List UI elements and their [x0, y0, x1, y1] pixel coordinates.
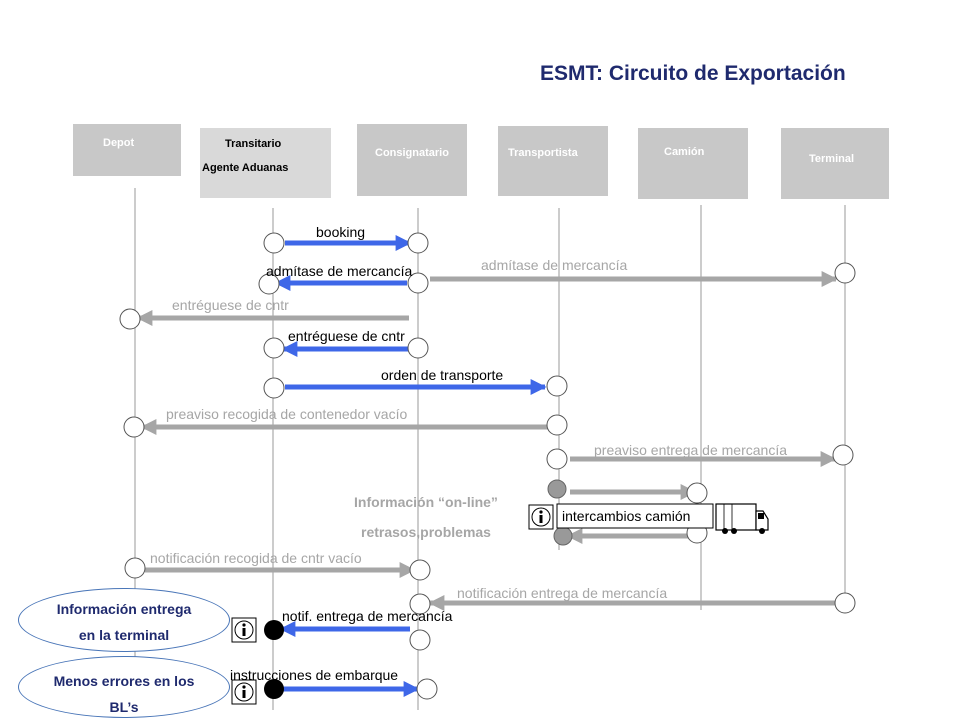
- label-preaviso-recogida: preaviso recogida de contenedor vacío: [166, 406, 407, 422]
- node: [407, 272, 429, 294]
- node-gray: [553, 526, 573, 546]
- actor-transportista-label: Transportista: [508, 147, 578, 159]
- node: [832, 444, 854, 466]
- node: [834, 262, 856, 284]
- callout-menos-errores-line1: Menos errores en los: [53, 673, 195, 689]
- label-entreguese-2: entréguese de cntr: [288, 328, 405, 344]
- intercambios-box: intercambios camión: [556, 503, 714, 529]
- node: [123, 416, 145, 438]
- message-labels: booking admítase de mercancía admítase d…: [150, 224, 787, 683]
- actor-camion-label: Camión: [664, 146, 705, 158]
- label-admitase-2: admítase de mercancía: [481, 257, 628, 273]
- label-instrucciones: instrucciones de embarque: [230, 667, 398, 683]
- actor-transitario-label2: Agente Aduanas: [202, 162, 289, 174]
- info-online-line1: Información “on-line”: [354, 494, 498, 510]
- actor-transitario-label: Transitario: [225, 138, 282, 150]
- callout-menos-errores: Menos errores en los BL’s: [18, 656, 230, 718]
- node: [258, 273, 280, 295]
- node: [407, 337, 429, 359]
- actor-consignatario: Consignatario: [357, 124, 467, 196]
- filled-circles: [264, 479, 573, 699]
- activation-circles: [119, 232, 856, 700]
- actor-terminal-label: Terminal: [809, 153, 855, 165]
- node-black: [264, 679, 284, 699]
- intercambios-box-frame: [556, 503, 714, 529]
- callout-info-entrega: Información entrega en la terminal: [18, 588, 230, 652]
- node-black: [264, 620, 284, 640]
- node: [686, 482, 708, 504]
- info-icon: [528, 504, 554, 530]
- actor-depot-label: Depot: [103, 137, 135, 149]
- label-notif-entrega-1: notificación entrega de mercancía: [457, 585, 667, 601]
- node: [409, 559, 431, 581]
- callout-menos-errores-line2: BL’s: [109, 699, 139, 715]
- node: [119, 308, 141, 330]
- page-title: ESMT: Circuito de Exportación: [540, 62, 846, 85]
- node: [263, 377, 285, 399]
- label-admitase-1: admítase de mercancía: [266, 263, 413, 279]
- node: [124, 557, 146, 579]
- arrows: [136, 234, 838, 698]
- callout-info-entrega-line1: Información entrega: [56, 601, 192, 617]
- label-notif-entrega-2: notif. entrega de mercancía: [282, 608, 453, 624]
- actor-transportista: Transportista: [498, 126, 608, 196]
- info-icon: [231, 617, 257, 643]
- label-notif-recogida: notificación recogida de cntr vacío: [150, 550, 362, 566]
- node: [546, 414, 568, 436]
- actor-transitario: Transitario Agente Aduanas: [200, 128, 331, 198]
- info-icon: [231, 679, 257, 705]
- node: [263, 337, 285, 359]
- node: [546, 448, 568, 470]
- node: [409, 593, 431, 615]
- node: [407, 232, 429, 254]
- node: [834, 592, 856, 614]
- info-online-line2: retrasos,problemas: [361, 524, 491, 540]
- node: [409, 629, 431, 651]
- callout-info-entrega-line2: en la terminal: [78, 627, 170, 643]
- actor-terminal: Terminal: [781, 128, 889, 199]
- node: [546, 375, 568, 397]
- actor-depot: Depot: [73, 124, 181, 176]
- label-booking: booking: [316, 224, 365, 240]
- actor-consignatario-label: Consignatario: [375, 147, 449, 159]
- actor-camion: Camión: [638, 128, 748, 199]
- label-intercambios: intercambios camión: [562, 508, 690, 524]
- node: [416, 678, 438, 700]
- node: [263, 232, 285, 254]
- node-gray: [547, 479, 567, 499]
- truck-icon: [715, 503, 769, 534]
- label-orden: orden de transporte: [381, 367, 503, 383]
- label-preaviso-entrega: preaviso entrega de mercancía: [594, 442, 787, 458]
- label-entreguese-1: entréguese de cntr: [172, 297, 289, 313]
